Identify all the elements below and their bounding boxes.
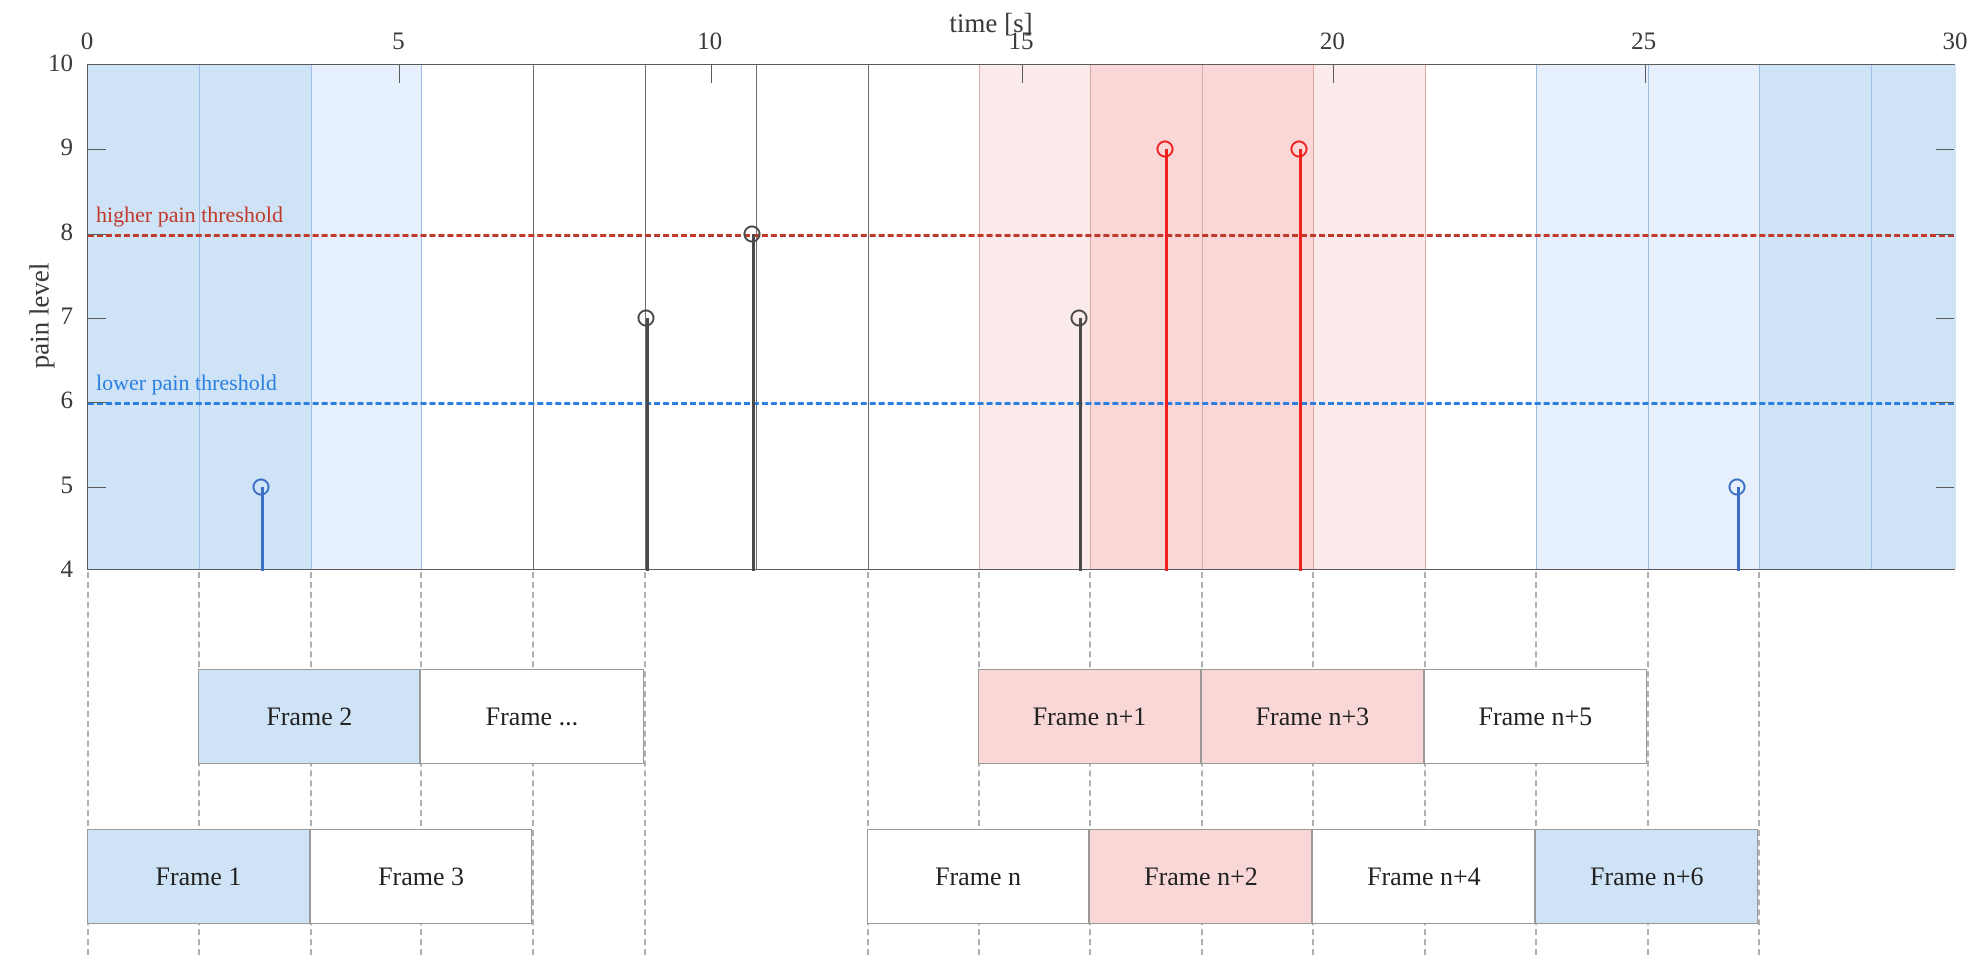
band-separator (1759, 65, 1761, 569)
shaded-band (88, 65, 200, 569)
dropline (87, 572, 89, 955)
y-tick-mark (1936, 149, 1954, 151)
frame-box[interactable]: Frame n+5 (1423, 669, 1647, 764)
stem-line (1736, 486, 1740, 571)
frame-box[interactable]: Frame ... (420, 669, 644, 764)
band-separator (867, 65, 869, 569)
y-tick-mark (88, 318, 106, 319)
stem-marker (637, 309, 655, 327)
band-separator (1870, 65, 1872, 569)
band-separator (533, 65, 535, 569)
y-tick-label: 9 (60, 134, 74, 162)
shaded-band (867, 65, 980, 569)
band-separator (1536, 65, 1538, 569)
y-tick-mark (1936, 233, 1954, 235)
x-tick-mark (399, 65, 401, 83)
frame-box[interactable]: Frame n+3 (1200, 669, 1424, 764)
frame-box[interactable]: Frame n+6 (1535, 829, 1759, 924)
stem-line (261, 486, 265, 571)
y-tick-mark (1936, 318, 1954, 319)
band-separator (1313, 65, 1315, 569)
y-tick-mark (88, 402, 106, 404)
y-tick-mark (88, 486, 106, 488)
dropline (1646, 572, 1649, 955)
y-tick-label: 6 (60, 387, 74, 415)
dropline (643, 572, 646, 955)
y-tick-label: 8 (60, 218, 74, 246)
shaded-band (1647, 65, 1760, 569)
frame-box[interactable]: Frame 3 (309, 829, 533, 924)
frame-box[interactable]: Frame n+4 (1312, 829, 1536, 924)
band-separator (1647, 65, 1649, 569)
y-tick-mark (88, 149, 106, 151)
shaded-band (756, 65, 868, 569)
frame-box[interactable]: Frame n+1 (978, 669, 1201, 764)
shaded-band (533, 65, 645, 569)
shaded-band (1090, 65, 1202, 569)
threshold-line (88, 402, 1954, 406)
x-axis-title: time [s] (949, 8, 1033, 38)
plot-area: higher pain threshold lower pain threshol… (87, 64, 1956, 571)
x-tick-mark (710, 65, 712, 83)
stem-line (1079, 318, 1083, 571)
shaded-band (310, 65, 422, 569)
y-tick-mark (1936, 402, 1954, 404)
band-separator (979, 65, 981, 569)
band-separator (421, 65, 423, 569)
y-tick-label: 7 (60, 303, 74, 330)
shaded-band (1424, 65, 1537, 569)
y-tick-mark (88, 233, 106, 235)
shaded-band (1759, 65, 1871, 569)
stem-marker (1290, 140, 1308, 158)
stem-line (1299, 149, 1303, 571)
stem-marker (1070, 309, 1088, 327)
x-tick-label: 10 (697, 28, 723, 55)
y-tick-label: 4 (60, 556, 74, 583)
shaded-band (1870, 65, 1956, 569)
threshold-label: lower pain threshold (96, 370, 277, 396)
stem-line (645, 318, 649, 571)
band-separator (756, 65, 758, 569)
stem-line (752, 233, 756, 571)
shaded-band (1536, 65, 1648, 569)
threshold-label: higher pain threshold (96, 201, 283, 227)
x-tick-label: 20 (1319, 28, 1345, 55)
stem-marker (743, 225, 761, 243)
threshold-line (88, 233, 1954, 237)
x-tick-label: 15 (1008, 28, 1034, 55)
x-tick-label: 5 (392, 28, 405, 55)
frame-box[interactable]: Frame 2 (198, 669, 421, 764)
stem-marker (252, 478, 270, 496)
frame-box[interactable]: Frame 1 (87, 829, 310, 924)
band-separator (310, 65, 312, 569)
stem-marker (1156, 140, 1174, 158)
y-tick-label: 5 (60, 471, 74, 499)
frame-box[interactable]: Frame n+2 (1089, 829, 1313, 924)
shaded-band (1313, 65, 1425, 569)
x-tick-label: 0 (80, 28, 94, 55)
band-separator (1201, 65, 1203, 569)
band-separator (199, 65, 201, 569)
dropline (866, 572, 869, 955)
band-separator (1090, 65, 1092, 569)
stem-line (1165, 149, 1169, 571)
stem-marker (1728, 478, 1746, 496)
dropline (1758, 572, 1761, 955)
x-tick-mark (1022, 65, 1023, 83)
band-separator (1424, 65, 1426, 569)
x-tick-label: 25 (1631, 28, 1657, 55)
shaded-band (421, 65, 534, 569)
x-tick-label: 30 (1942, 28, 1968, 55)
x-tick-mark (1644, 65, 1646, 83)
shaded-band (644, 65, 757, 569)
x-tick-mark (1333, 65, 1335, 83)
frame-box[interactable]: Frame n (866, 829, 1090, 924)
y-tick-label: 10 (48, 50, 73, 77)
y-axis-title: pain level (24, 262, 55, 369)
y-tick-mark (1936, 486, 1954, 488)
